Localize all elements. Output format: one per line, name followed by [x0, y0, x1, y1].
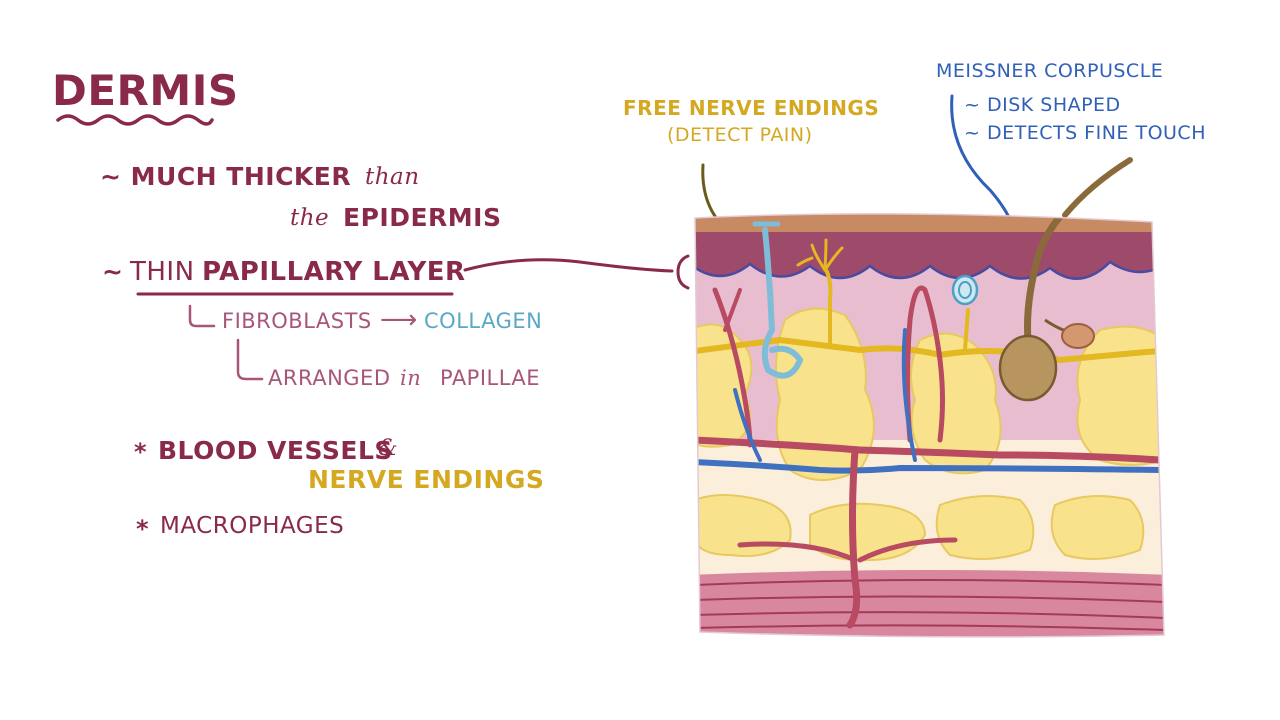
papillary-tilde: ~	[102, 257, 124, 286]
disk-shaped-label: ~ DISK SHAPED	[964, 94, 1121, 116]
papillary-thin: THIN	[130, 257, 195, 287]
nerve-endings-label: NERVE ENDINGS	[308, 465, 545, 494]
detect-pain-label: (DETECT PAIN)	[667, 124, 813, 146]
hair-follicle	[998, 213, 1134, 402]
arranged-label: ARRANGED	[268, 366, 391, 390]
ampersand: &	[378, 436, 399, 461]
fine-touch-label: ~ DETECTS FINE TOUCH	[964, 122, 1206, 144]
collagen-label: COLLAGEN	[424, 309, 543, 333]
papillae-label: PAPILLAE	[440, 366, 541, 390]
fiber-lines	[695, 579, 1164, 631]
lower-band	[695, 570, 1164, 637]
papillary-brace	[676, 254, 690, 290]
thicker-than: than	[365, 164, 420, 190]
epidermis-word: EPIDERMIS	[343, 203, 502, 232]
fibroblast-bracket	[188, 304, 216, 328]
arranged-in: in	[400, 366, 422, 390]
meissner-corpuscle	[951, 274, 979, 306]
free-nerve-tips	[796, 238, 844, 272]
bullet-star-2: *	[136, 515, 150, 543]
arranged-bracket	[236, 338, 264, 381]
blood-vessels-label: BLOOD VESSELS	[158, 436, 393, 465]
page-title: DERMIS	[52, 66, 239, 115]
thicker-line: ~ MUCH THICKER	[100, 162, 352, 191]
sweat-duct	[761, 227, 804, 379]
free-nerve-endings-label: FREE NERVE ENDINGS	[623, 96, 880, 120]
hair-shaft	[1062, 157, 1133, 218]
papillary-pointer	[463, 258, 674, 273]
blood-vessels	[695, 285, 1164, 629]
fibroblasts-arrow: ⟶	[380, 305, 418, 335]
meissner-label: MEISSNER CORPUSCLE	[936, 60, 1164, 82]
title-underline-squiggle	[56, 114, 214, 126]
papillary-layer-label: PAPILLARY LAYER	[202, 257, 466, 287]
bullet-star-1: *	[134, 438, 148, 466]
skin-outline	[694, 213, 1165, 638]
fibroblasts-label: FIBROBLASTS	[222, 309, 372, 333]
the-word: the	[290, 205, 330, 231]
macrophages-label: MACROPHAGES	[160, 513, 345, 539]
